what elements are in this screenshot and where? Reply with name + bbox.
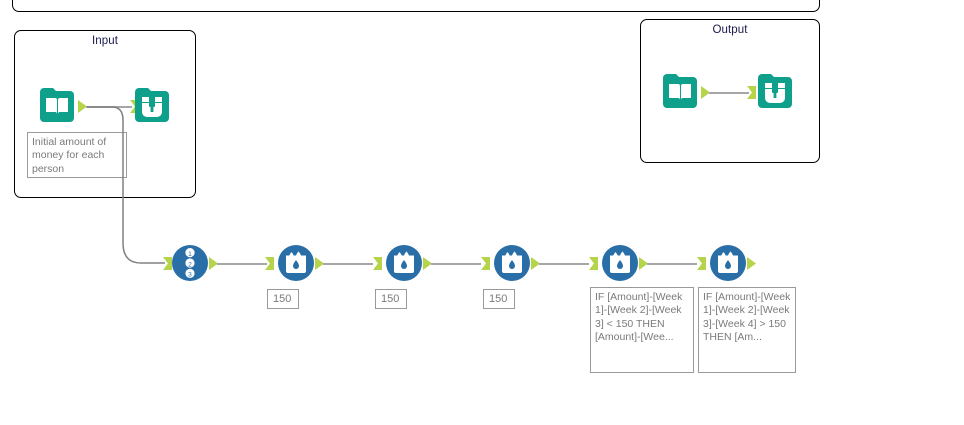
wire-4 — [539, 263, 589, 265]
formula-icon[interactable] — [493, 244, 531, 282]
formula-tool-5-input-anchor[interactable] — [697, 257, 706, 270]
wire-1 — [217, 263, 267, 265]
svg-text:1: 1 — [188, 251, 192, 258]
svg-text:3: 3 — [188, 272, 192, 279]
wire-5 — [647, 263, 697, 265]
formula-tool-4-input-anchor[interactable] — [589, 257, 598, 270]
binoculars-icon[interactable] — [754, 70, 796, 112]
wire-input-to-browse — [86, 106, 132, 108]
formula-tool-4-output-anchor[interactable] — [639, 257, 648, 270]
svg-text:2: 2 — [188, 261, 192, 268]
wire-output-to-browse — [709, 92, 749, 94]
input-data-icon[interactable] — [36, 84, 78, 126]
formula-icon[interactable] — [385, 244, 423, 282]
container-title-input: Input — [91, 35, 119, 47]
formula-tool-2-input-anchor[interactable] — [373, 257, 382, 270]
input-data-output-anchor[interactable] — [78, 100, 87, 113]
output-data-output-anchor[interactable] — [701, 86, 710, 99]
annotation-formula-4: IF [Amount]-[Week 1]-[Week 2]-[Week 3] <… — [590, 287, 694, 373]
annotation-formula-2: 150 — [375, 289, 407, 309]
annotation-input-data: Initial amount of money for each person — [27, 132, 127, 178]
formula-icon[interactable] — [709, 244, 747, 282]
formula-tool-3-output-anchor[interactable] — [531, 257, 540, 270]
binoculars-icon[interactable] — [131, 84, 173, 126]
annotation-formula-3: 150 — [483, 289, 515, 309]
output-data-icon[interactable] — [659, 70, 701, 112]
formula-tool-2-output-anchor[interactable] — [423, 257, 432, 270]
wire-2 — [323, 263, 373, 265]
container-title-output: Output — [712, 24, 748, 36]
record-id-output-anchor[interactable] — [209, 257, 218, 270]
record-id-icon[interactable]: 1 2 3 — [171, 244, 209, 282]
formula-icon[interactable] — [277, 244, 315, 282]
formula-tool-1-output-anchor[interactable] — [315, 257, 324, 270]
tool-container-top-partial[interactable] — [12, 0, 820, 12]
wire-3 — [431, 263, 481, 265]
formula-tool-3-input-anchor[interactable] — [481, 257, 490, 270]
formula-icon[interactable] — [601, 244, 639, 282]
formula-tool-5-output-anchor[interactable] — [747, 257, 756, 270]
annotation-formula-1: 150 — [267, 289, 299, 309]
annotation-formula-5: IF [Amount]-[Week 1]-[Week 2]-[Week 3]-[… — [698, 287, 796, 373]
